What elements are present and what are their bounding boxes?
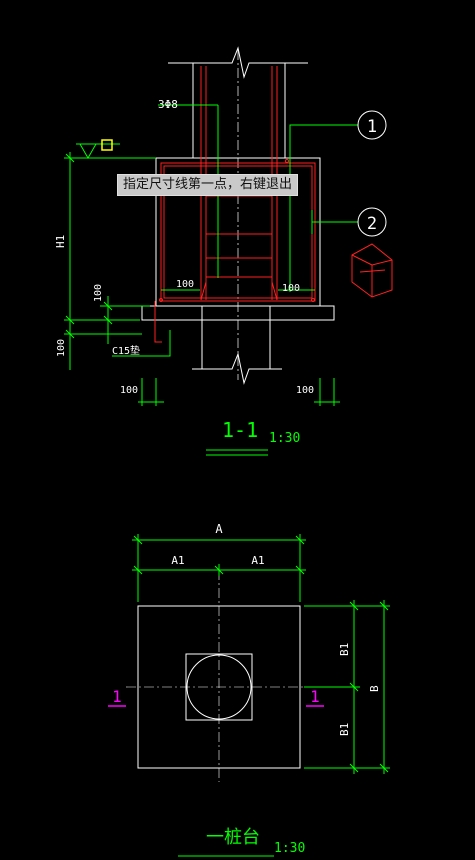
svg-text:2: 2 <box>367 214 377 234</box>
plan-scale: 1:30 <box>274 841 305 856</box>
dim-half-right: A1 <box>251 554 264 567</box>
dim-side-total: B <box>368 685 381 692</box>
view-cube-icon[interactable] <box>351 243 393 298</box>
section-mark-right: 1 <box>310 687 320 706</box>
section-mark-left: 1 <box>112 687 122 706</box>
plan-dimension-lines <box>132 534 390 857</box>
dim-100-under-right: 100 <box>296 385 314 396</box>
dim-half-left: A1 <box>171 554 184 567</box>
section-title: 1-1 <box>222 418 258 442</box>
svg-text:1: 1 <box>367 117 377 137</box>
dim-100-bottom: 100 <box>56 339 67 357</box>
cover-left: 100 <box>176 279 194 290</box>
section-dimension-lines <box>64 104 358 456</box>
command-tooltip: 指定尺寸线第一点，右键退出 <box>117 174 299 196</box>
dim-100-left: 100 <box>93 284 104 302</box>
section-1-1: 1 2 3Φ8 H1 100 100 100 100 C15垫 100 100 … <box>54 46 393 456</box>
height-label: H1 <box>54 235 67 248</box>
dim-side-lower: B1 <box>338 723 351 736</box>
plan-centerlines <box>126 570 312 782</box>
callout-2: 2 <box>357 207 387 237</box>
cover-right: 100 <box>282 283 300 294</box>
snap-marker <box>101 139 113 151</box>
bed-label: C15垫 <box>112 344 140 357</box>
rebar-label: 3Φ8 <box>158 98 178 111</box>
pile-cap-outline <box>141 157 335 385</box>
rebar-cage <box>154 66 316 343</box>
column-outline <box>168 46 308 380</box>
dim-total-a: A <box>215 522 223 536</box>
pile-cap-plan: A A1 A1 B1 B1 B 1 1 一桩台 1:30 <box>108 522 390 857</box>
section-scale: 1:30 <box>269 431 300 446</box>
plan-title: 一桩台 <box>206 827 260 848</box>
callout-1: 1 <box>357 110 387 140</box>
dim-side-upper: B1 <box>338 643 351 656</box>
dim-100-under-left: 100 <box>120 385 138 396</box>
